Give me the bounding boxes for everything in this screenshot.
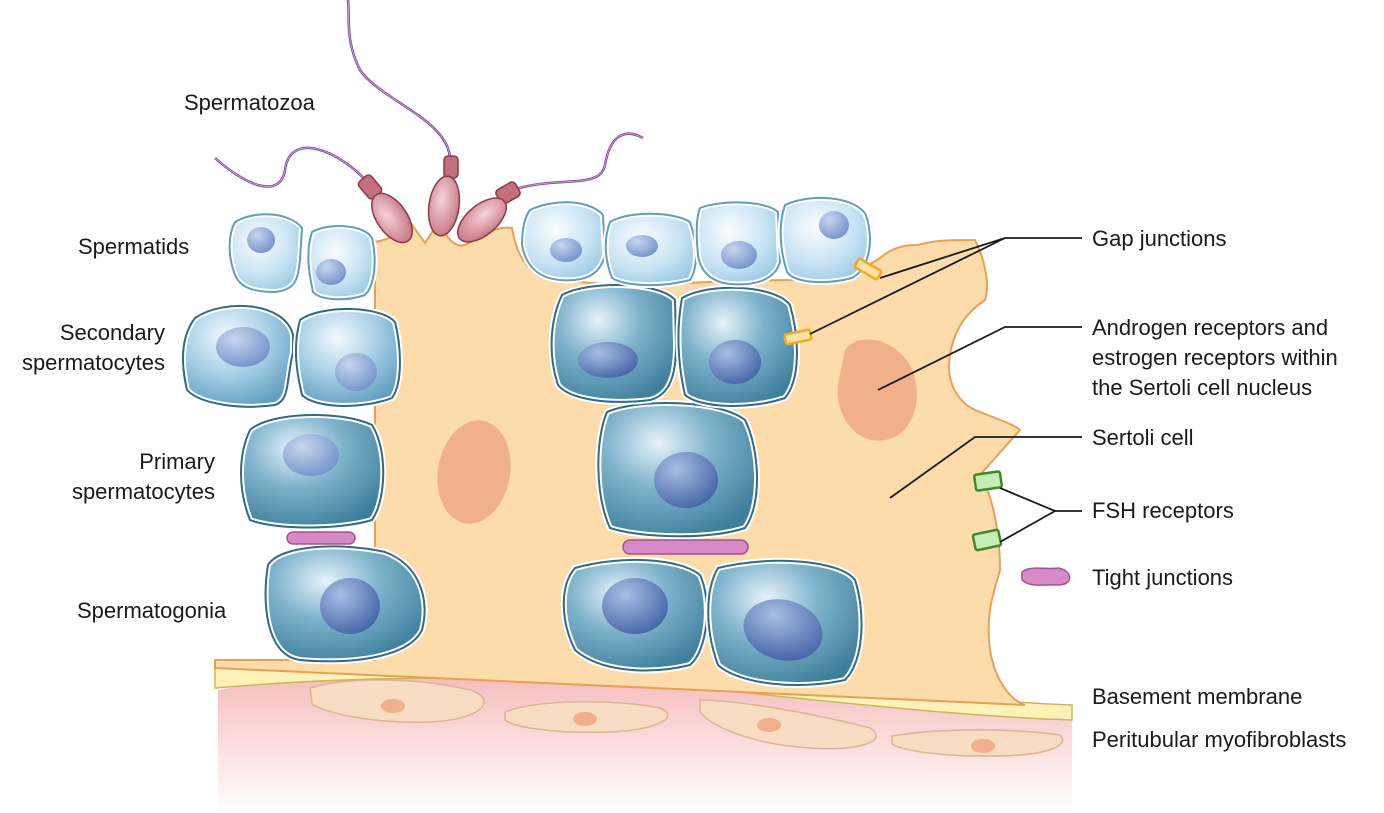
label-primary-line1: Primary xyxy=(139,449,215,474)
label-sertoli-cell: Sertoli cell xyxy=(1092,425,1194,450)
label-secondary-line1: Secondary xyxy=(59,320,165,345)
fsh-receptors xyxy=(971,470,1003,552)
label-gap-junctions: Gap junctions xyxy=(1092,226,1227,251)
spermatid-cells xyxy=(226,194,873,303)
peritubular-myofibroblasts xyxy=(309,679,1064,757)
spermatozoa-cells xyxy=(214,0,644,244)
label-receptors-line3: the Sertoli cell nucleus xyxy=(1092,375,1313,400)
label-peritubular-myofibroblasts: Peritubular myofibroblasts xyxy=(1092,727,1347,752)
label-primary-line2: spermatocytes xyxy=(71,479,215,504)
label-basement-membrane: Basement membrane xyxy=(1092,684,1303,709)
label-spermatids: Spermatids xyxy=(78,234,190,259)
leader-lines xyxy=(809,237,1082,543)
label-receptors-line2: estrogen receptors within xyxy=(1092,345,1338,370)
primary-spermatocyte-cells xyxy=(238,400,760,540)
label-receptors-line1: Androgen receptors and xyxy=(1092,315,1329,340)
tight-junctions xyxy=(286,531,1071,586)
label-fsh-receptors: FSH receptors xyxy=(1092,498,1234,523)
spermatogonia-cells xyxy=(262,543,865,688)
label-spermatozoa: Spermatozoa xyxy=(184,90,315,115)
secondary-spermatocyte-cells xyxy=(180,282,800,410)
label-spermatogonia: Spermatogonia xyxy=(77,598,227,623)
label-tight-junctions: Tight junctions xyxy=(1092,565,1234,590)
label-secondary-line2: spermatocytes xyxy=(21,350,165,375)
